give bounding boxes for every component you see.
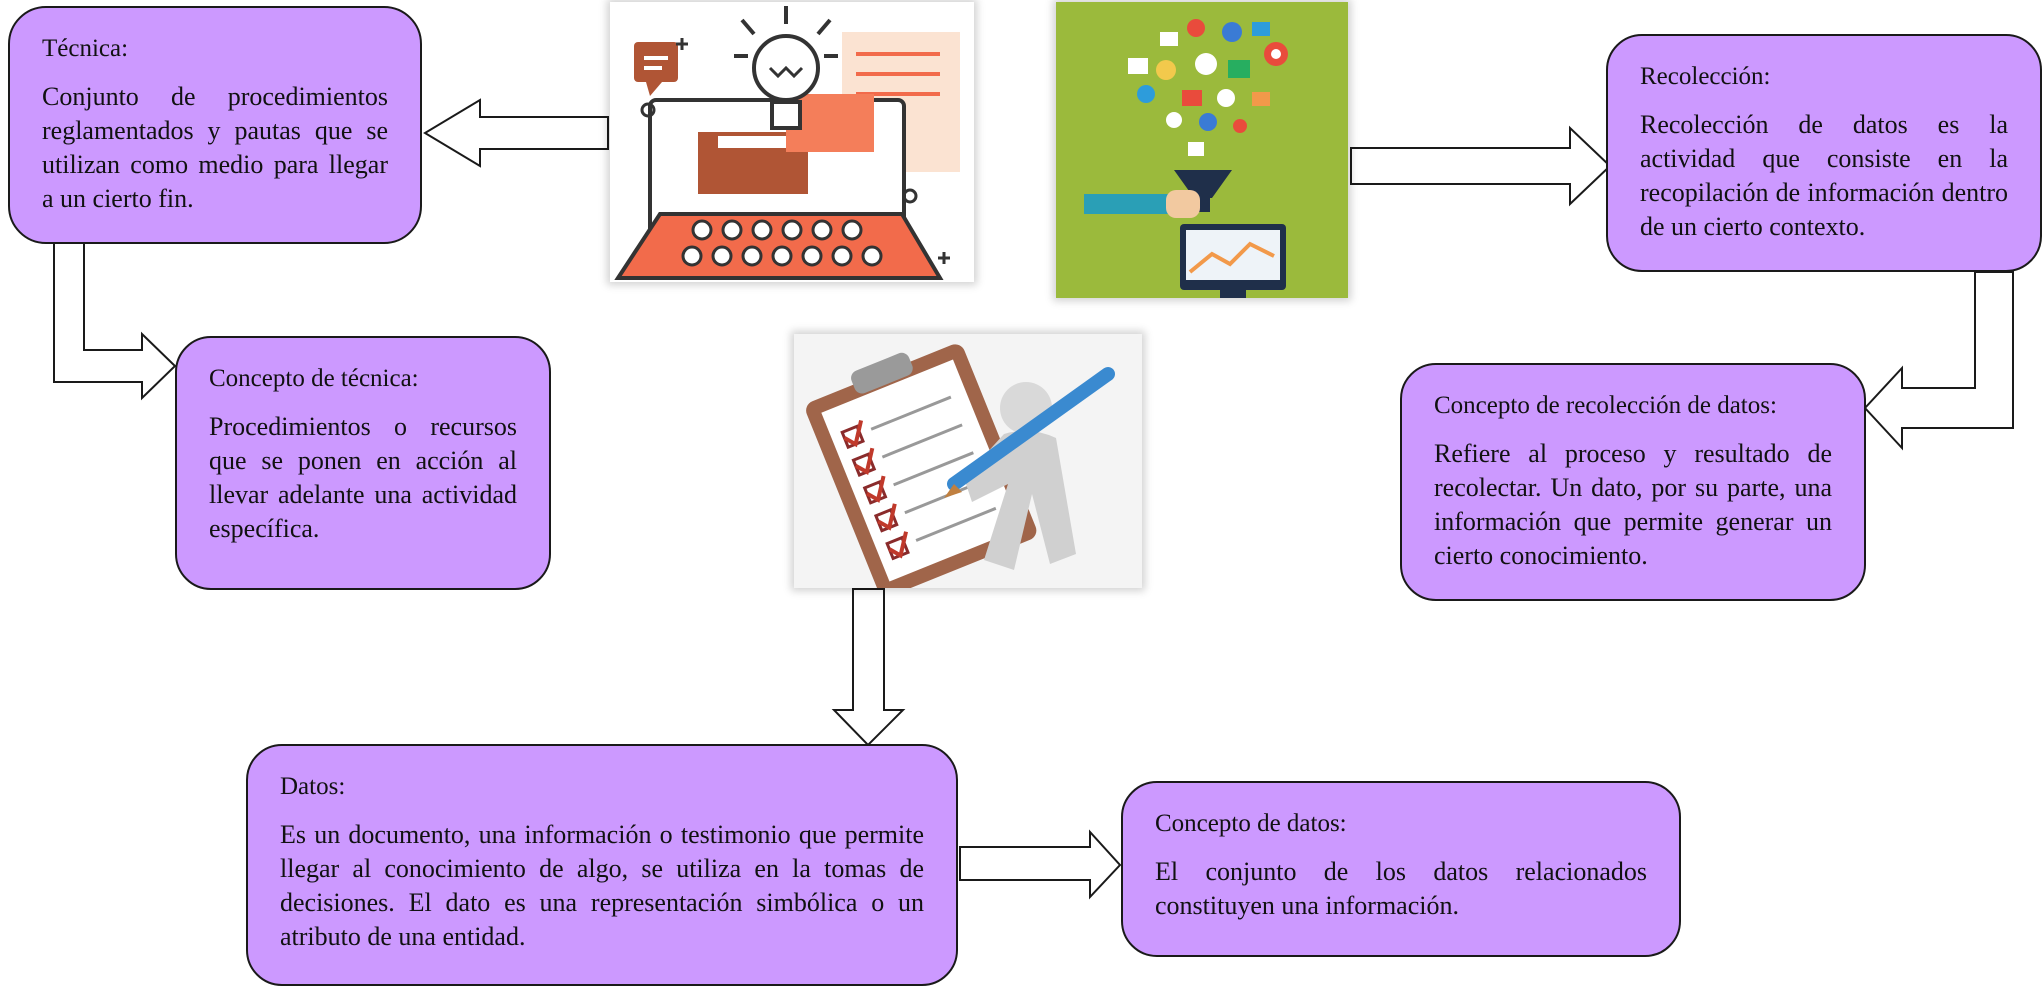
node-title: Datos: <box>280 773 346 800</box>
node-body: Refiere al proceso y resultado de recole… <box>1434 439 1832 570</box>
node-title: Técnica: <box>42 35 129 62</box>
node-recoleccion: Recolección: Recolección de datos es la … <box>1606 34 2042 272</box>
node-title: Concepto de datos: <box>1155 810 1347 837</box>
node-title: Concepto de recolección de datos: <box>1434 392 1777 419</box>
node-title: Concepto de técnica: <box>209 365 419 392</box>
node-tecnica: Técnica: Conjunto de procedimientos regl… <box>8 6 422 244</box>
node-concepto-datos: Concepto de datos: El conjunto de los da… <box>1121 781 1681 957</box>
node-body: El conjunto de los datos relacionados co… <box>1155 857 1647 920</box>
node-title: Recolección: <box>1640 63 1771 90</box>
node-body: Procedimientos o recursos que se ponen e… <box>209 412 517 543</box>
laptop-idea-illustration <box>610 2 974 282</box>
arrow-to-concepto-tecnica <box>53 239 177 401</box>
node-datos: Datos: Es un documento, una información … <box>246 744 958 986</box>
arrow-to-concepto-datos <box>959 829 1122 900</box>
node-body: Conjunto de procedimientos reglamentados… <box>42 82 388 213</box>
checklist-clipboard-illustration <box>794 334 1142 588</box>
arrow-to-tecnica <box>423 98 609 168</box>
node-body: Es un documento, una información o testi… <box>280 820 924 951</box>
arrow-to-datos <box>831 588 906 747</box>
node-concepto-tecnica: Concepto de técnica: Procedimientos o re… <box>175 336 551 590</box>
node-concepto-recoleccion: Concepto de recolección de datos: Refier… <box>1400 363 1866 601</box>
node-body: Recolección de datos es la actividad que… <box>1640 110 2008 241</box>
arrow-to-recoleccion <box>1350 125 1612 207</box>
arrow-to-concepto-recoleccion <box>1863 271 2014 451</box>
data-funnel-illustration <box>1056 2 1348 298</box>
